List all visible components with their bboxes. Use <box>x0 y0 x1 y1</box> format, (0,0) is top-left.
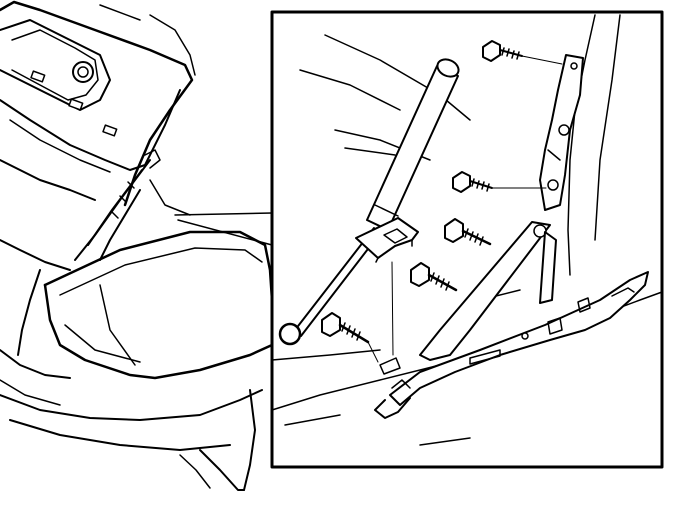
bolt-middle <box>444 218 492 246</box>
detail-frame <box>270 10 664 469</box>
bolt-bottom <box>321 312 379 363</box>
car-rear-body <box>0 230 274 491</box>
lid-stop-pads <box>30 61 118 137</box>
hinge-mounting-plate <box>374 271 649 419</box>
gas-strut <box>278 58 460 346</box>
bolts <box>321 40 563 363</box>
retaining-clip <box>355 217 419 375</box>
bolt-middle-upper <box>452 171 547 193</box>
overview-strut-and-hinge <box>74 149 191 261</box>
hinge-arm <box>419 221 557 361</box>
detail-view <box>270 10 664 469</box>
hinge-bracket <box>539 54 584 211</box>
bolt-top <box>482 40 563 65</box>
detail-callout-lines <box>174 212 273 246</box>
overview-view <box>0 0 274 491</box>
strut-ball-socket <box>278 322 302 346</box>
trunk-lid <box>0 0 196 207</box>
bolt-middle-lower <box>410 262 458 292</box>
